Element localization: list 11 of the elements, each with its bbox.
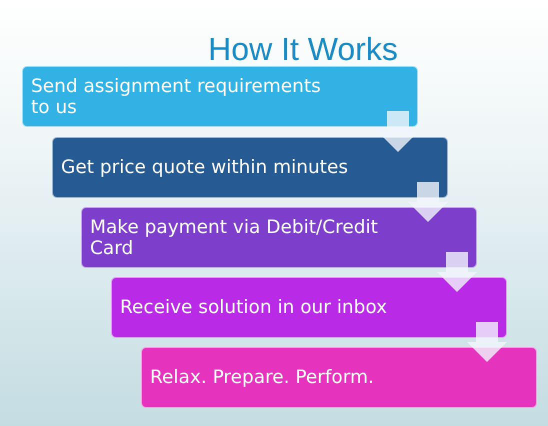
step-text: Receive solution in our inbox [120,297,388,318]
step-box [22,66,418,127]
step-box [81,207,477,268]
step-box [111,277,507,338]
step-text: Get price quote within minutes [61,157,349,178]
step-box [141,347,537,408]
step-text: Relax. Prepare. Perform. [150,367,375,388]
step-box [52,137,448,198]
step-text: Make payment via Debit/Credit Card [90,216,379,258]
step-text: Send assignment requirements to us [31,76,322,118]
title: How It Works [207,31,399,67]
